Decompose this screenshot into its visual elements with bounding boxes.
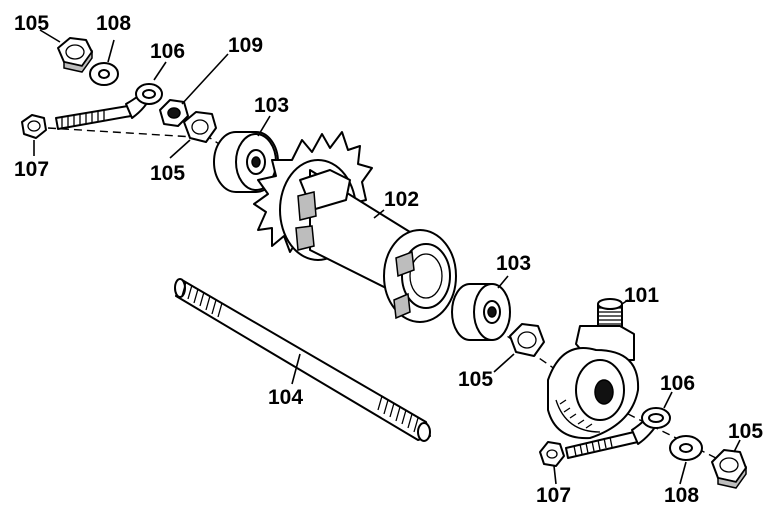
part-108-washer-lower — [669, 435, 703, 461]
part-103-bearing-upper — [213, 131, 279, 193]
callout-labels: 105 108 106 109 107 105 103 102 103 104 … — [14, 12, 763, 507]
part-105-nut-top-left — [57, 37, 93, 73]
part-102-sprocket-hub — [253, 131, 457, 323]
part-107-small-nut-lower — [539, 441, 565, 467]
callout-108-top-left: 108 — [96, 12, 131, 35]
callout-108-lower-right: 108 — [664, 484, 699, 507]
callout-103-upper: 103 — [254, 94, 289, 117]
callout-105-center: 105 — [458, 368, 493, 391]
part-109-locknut — [159, 99, 189, 127]
callout-101: 101 — [624, 284, 659, 307]
part-106-eyebolt-upper — [55, 83, 163, 130]
callout-107-lower: 107 — [536, 484, 571, 507]
part-108-washer-top-left — [89, 62, 119, 86]
callout-107-upper: 107 — [14, 158, 49, 181]
callout-109: 109 — [228, 34, 263, 57]
part-101-bracket — [547, 298, 640, 440]
part-105-nut-mid-left — [183, 111, 217, 143]
callout-106-top-left: 106 — [150, 40, 185, 63]
callout-104: 104 — [268, 386, 303, 409]
callout-105-top-left: 105 — [14, 12, 49, 35]
part-105-nut-lower-right — [711, 449, 747, 489]
part-103-bearing-lower — [451, 283, 511, 341]
part-107-small-nut-upper — [21, 114, 47, 139]
callout-105-mid-left: 105 — [150, 162, 185, 185]
callout-102: 102 — [384, 188, 419, 211]
callout-106-lower-right: 106 — [660, 372, 695, 395]
callout-105-lower-right: 105 — [728, 420, 763, 443]
part-106-eyebolt-lower — [565, 407, 671, 459]
assembly-centerline — [47, 127, 741, 471]
callout-103-lower: 103 — [496, 252, 531, 275]
part-104-axle-rod — [174, 278, 431, 442]
leader-lines — [33, 29, 741, 485]
part-105-nut-center — [509, 323, 545, 357]
